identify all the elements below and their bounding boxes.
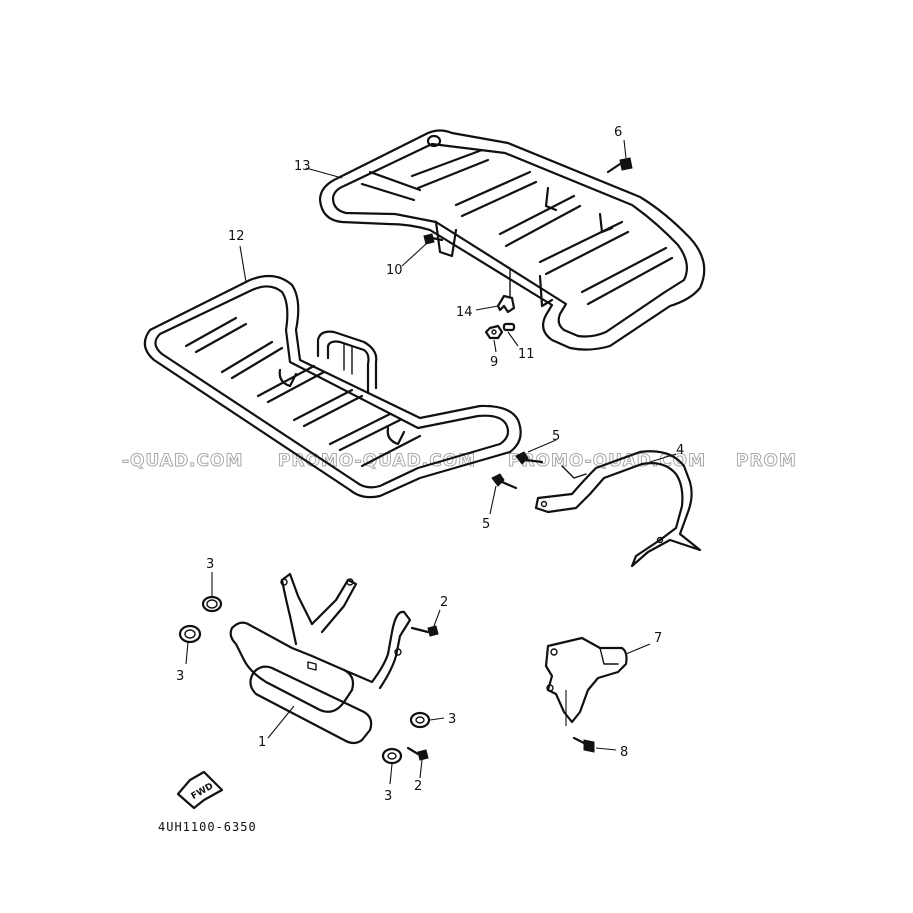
callout-8: 12 <box>228 229 245 244</box>
bolt-2-upper <box>410 625 439 637</box>
callout-6: 7 <box>654 631 662 646</box>
bolt-12 <box>606 157 633 174</box>
callout-3-top: 3 <box>206 557 214 572</box>
bolt-5-upper <box>515 451 544 465</box>
bolt-10 <box>423 233 444 245</box>
callout-12: 6 <box>614 125 622 140</box>
callout-11: 11 <box>518 347 535 362</box>
collar-11 <box>502 322 516 332</box>
callout-10: 10 <box>386 263 403 278</box>
bolt-7 <box>572 736 595 753</box>
rear-bracket-stay <box>534 450 702 568</box>
callout-3-bottom: 3 <box>384 789 392 804</box>
watermark-text-3: PROMO-QUAD.COM <box>508 451 706 471</box>
watermark-text-4: PROM <box>736 451 797 471</box>
fwd-direction-arrow: FWD <box>176 770 224 810</box>
callout-2-upper: 2 <box>440 595 448 610</box>
damper-3-top <box>201 595 223 613</box>
callout-2-lower: 2 <box>414 779 422 794</box>
callout-9: 13 <box>294 159 311 174</box>
damper-3-right <box>409 711 431 729</box>
nut-clip-14 <box>496 269 516 314</box>
callout-14: 14 <box>456 305 473 320</box>
fwd-label: FWD <box>190 781 215 801</box>
callout-1: 1 <box>258 735 266 750</box>
callouts: 13 12 6 10 14 11 9 5 5 4 3 3 2 3 3 2 1 7… <box>176 125 684 804</box>
rear-carrier-rack <box>318 129 706 351</box>
watermark: -QUAD.COM PROMO-QUAD.COM PROMO-QUAD.COM … <box>122 451 797 472</box>
nut-13 <box>484 324 504 340</box>
front-bumper-guard <box>229 572 412 745</box>
part-code: 4UH1100-6350 <box>158 820 257 834</box>
callout-5-lower: 5 <box>482 517 490 532</box>
callout-5-upper: 5 <box>552 429 560 444</box>
bolt-2-lower <box>406 746 429 761</box>
callout-3-left: 3 <box>176 669 184 684</box>
bolt-5-lower <box>491 473 518 490</box>
damper-3-bottom <box>381 747 403 765</box>
leader-lines <box>185 139 677 785</box>
mount-bracket <box>544 636 628 724</box>
watermark-text-1: -QUAD.COM <box>122 451 243 471</box>
front-carrier-rack <box>143 274 522 499</box>
callout-3-right: 3 <box>448 712 456 727</box>
callout-4: 4 <box>676 443 684 458</box>
damper-3-left <box>178 624 202 644</box>
callout-13: 9 <box>490 355 498 370</box>
callout-7: 8 <box>620 745 628 760</box>
